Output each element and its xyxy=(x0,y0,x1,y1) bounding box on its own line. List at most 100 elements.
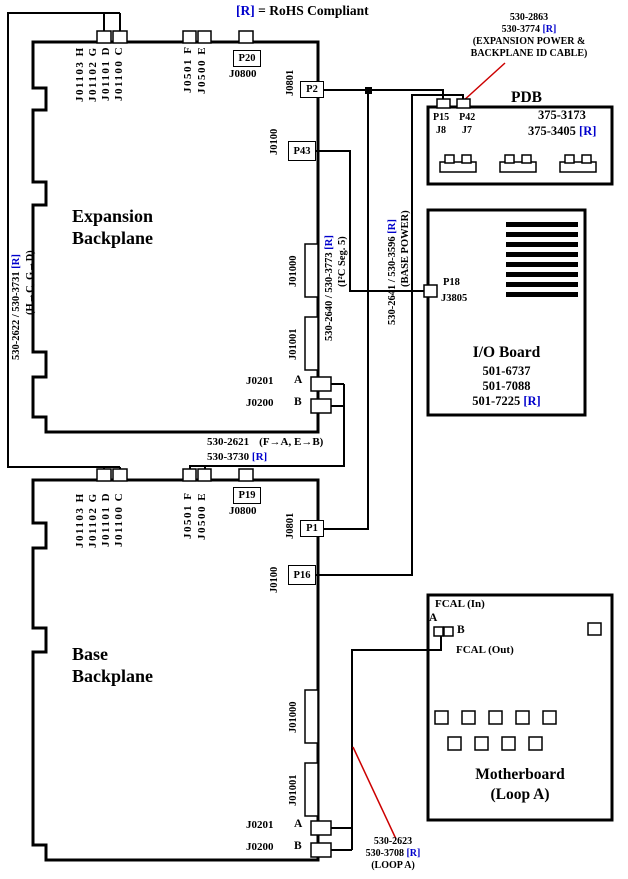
base-conn-top-2 xyxy=(112,468,128,482)
base-conn-j01001 xyxy=(304,762,319,817)
exp-conn-j01001 xyxy=(304,316,319,371)
cable-hgdc-note-label: (H→C, G→D) xyxy=(25,250,36,316)
exp-conn-top-1 xyxy=(96,30,112,44)
io-j3805-label: J3805 xyxy=(441,293,468,304)
pdb-out-conn xyxy=(559,161,597,173)
io-bar xyxy=(506,222,578,227)
pdb-out-nub xyxy=(461,154,472,164)
base-title-2: Backplane xyxy=(72,666,154,686)
cable-pn: 530-2623 xyxy=(373,836,413,847)
base-label-j01102g: J01102 G xyxy=(87,492,99,548)
cable-fe-line xyxy=(189,383,345,469)
base-j01001-label: J01001 xyxy=(288,774,299,806)
base-conn-top-1 xyxy=(96,468,112,482)
base-conn-j0800 xyxy=(238,468,254,482)
io-bar xyxy=(506,252,578,257)
expansion-title-2: Backplane xyxy=(72,228,154,248)
base-conn-j0201-a xyxy=(310,820,332,836)
mb-comp xyxy=(447,736,462,751)
base-conn-f xyxy=(182,468,197,482)
exp-j0200-label: J0200 xyxy=(246,397,274,409)
cable-base-power-pn-label: 530-2641 / 530-3596 [R] xyxy=(387,219,398,325)
base-label-j01101d: J01101 D xyxy=(100,492,112,548)
expansion-power-cable-label: 530-2863 530-3774 [R] (EXPANSION POWER &… xyxy=(446,12,612,60)
cable-hgdc-pn-label: 530-2622 / 530-3731 [R] xyxy=(11,254,22,360)
base-p16-box: P16 xyxy=(288,565,316,585)
leader-lines xyxy=(352,62,506,840)
leader-expansion-power-label xyxy=(461,62,506,103)
cable-loop-a-label: 530-2623 530-3708 [R] (LOOP A) xyxy=(352,836,434,872)
exp-conn-j0200-b xyxy=(310,398,332,414)
exp-label-j01103h: J01103 H xyxy=(74,46,86,102)
motherboard-box xyxy=(426,593,614,822)
pdb-j7: J7 xyxy=(462,125,472,136)
mb-comp xyxy=(461,710,476,725)
mb-comp xyxy=(501,736,516,751)
cable-pn-rohs: 530-3708 [R] xyxy=(365,848,421,859)
exp-j0201-label: J0201 xyxy=(246,375,274,387)
mb-fcal-in-label: FCAL (In) xyxy=(435,598,485,610)
io-bar xyxy=(506,292,578,297)
base-a-label: A xyxy=(294,818,303,830)
cable-desc: BACKPLANE ID CABLE) xyxy=(470,48,588,59)
io-pn3: 501-7225 [R] xyxy=(472,394,541,408)
cable-hgdc-line xyxy=(7,12,121,469)
base-j01000-label: J01000 xyxy=(288,701,299,733)
base-conn-j01000 xyxy=(304,689,319,744)
exp-a-label: A xyxy=(294,374,303,386)
base-j0200-label: J0200 xyxy=(246,841,274,853)
mb-conn-fcal-b xyxy=(443,626,454,637)
pdb-out-conn xyxy=(499,161,537,173)
mb-comp xyxy=(528,736,543,751)
io-bar xyxy=(506,262,578,267)
cable-i2c-note-label: (I²C Seg. 5) xyxy=(337,236,348,288)
cable-pn-rohs: 530-3774 [R] xyxy=(501,24,557,35)
io-pn2: 501-7088 xyxy=(482,379,531,393)
base-j0100-label: J0100 xyxy=(269,566,280,594)
cable-lines xyxy=(7,12,464,851)
exp-conn-f xyxy=(182,30,197,44)
mb-conn-fcal-a xyxy=(433,626,444,637)
exp-p20-box: P20 xyxy=(233,50,261,67)
io-title: I/O Board xyxy=(472,344,541,361)
pdb-pn1: 375-3173 xyxy=(538,108,586,122)
io-slot-bars xyxy=(506,222,578,297)
exp-label-j01101d: J01101 D xyxy=(100,46,112,102)
base-title-1: Base xyxy=(72,644,108,664)
mb-conn-edge xyxy=(587,622,602,636)
cable-base-power-note-label: (BASE POWER) xyxy=(400,210,411,288)
io-bar xyxy=(506,282,578,287)
pdb-out-nub xyxy=(444,154,455,164)
exp-label-j01100c: J01100 C xyxy=(113,46,125,102)
exp-label-j01102g: J01102 G xyxy=(87,46,99,102)
cable-desc: (LOOP A) xyxy=(371,860,415,871)
cable-base-power-line xyxy=(315,94,464,576)
io-p18-label: P18 xyxy=(443,277,460,288)
base-p19-box: P19 xyxy=(233,487,261,504)
rohs-legend: [R] = RoHS Compliant xyxy=(236,3,369,18)
base-label-j01100c: J01100 C xyxy=(113,492,125,548)
cable-i2c-pn-label: 530-2640 / 530-3773 [R] xyxy=(324,235,335,341)
pdb-p42: P42 xyxy=(459,112,476,123)
io-bar xyxy=(506,232,578,237)
base-label-j01103h: J01103 H xyxy=(74,492,86,548)
cable-i2c-line xyxy=(315,150,424,292)
exp-j01001-label: J01001 xyxy=(288,328,299,360)
pdb-conn-j7 xyxy=(456,98,471,109)
io-bar xyxy=(506,272,578,277)
rohs-text: = RoHS Compliant xyxy=(258,3,369,18)
pdb-out-conn xyxy=(439,161,477,173)
exp-conn-j0201-a xyxy=(310,376,332,392)
io-conn-p18 xyxy=(423,284,438,298)
base-conn-j0200-b xyxy=(310,842,332,858)
base-j0201-label: J0201 xyxy=(246,819,274,831)
io-bar xyxy=(506,242,578,247)
rohs-mark: [R] xyxy=(236,3,255,18)
pdb-out-nub xyxy=(521,154,532,164)
cable-fe-label-line1: 530-2621(F→A, E→B) xyxy=(207,436,324,448)
exp-j01000-label: J01000 xyxy=(288,255,299,287)
